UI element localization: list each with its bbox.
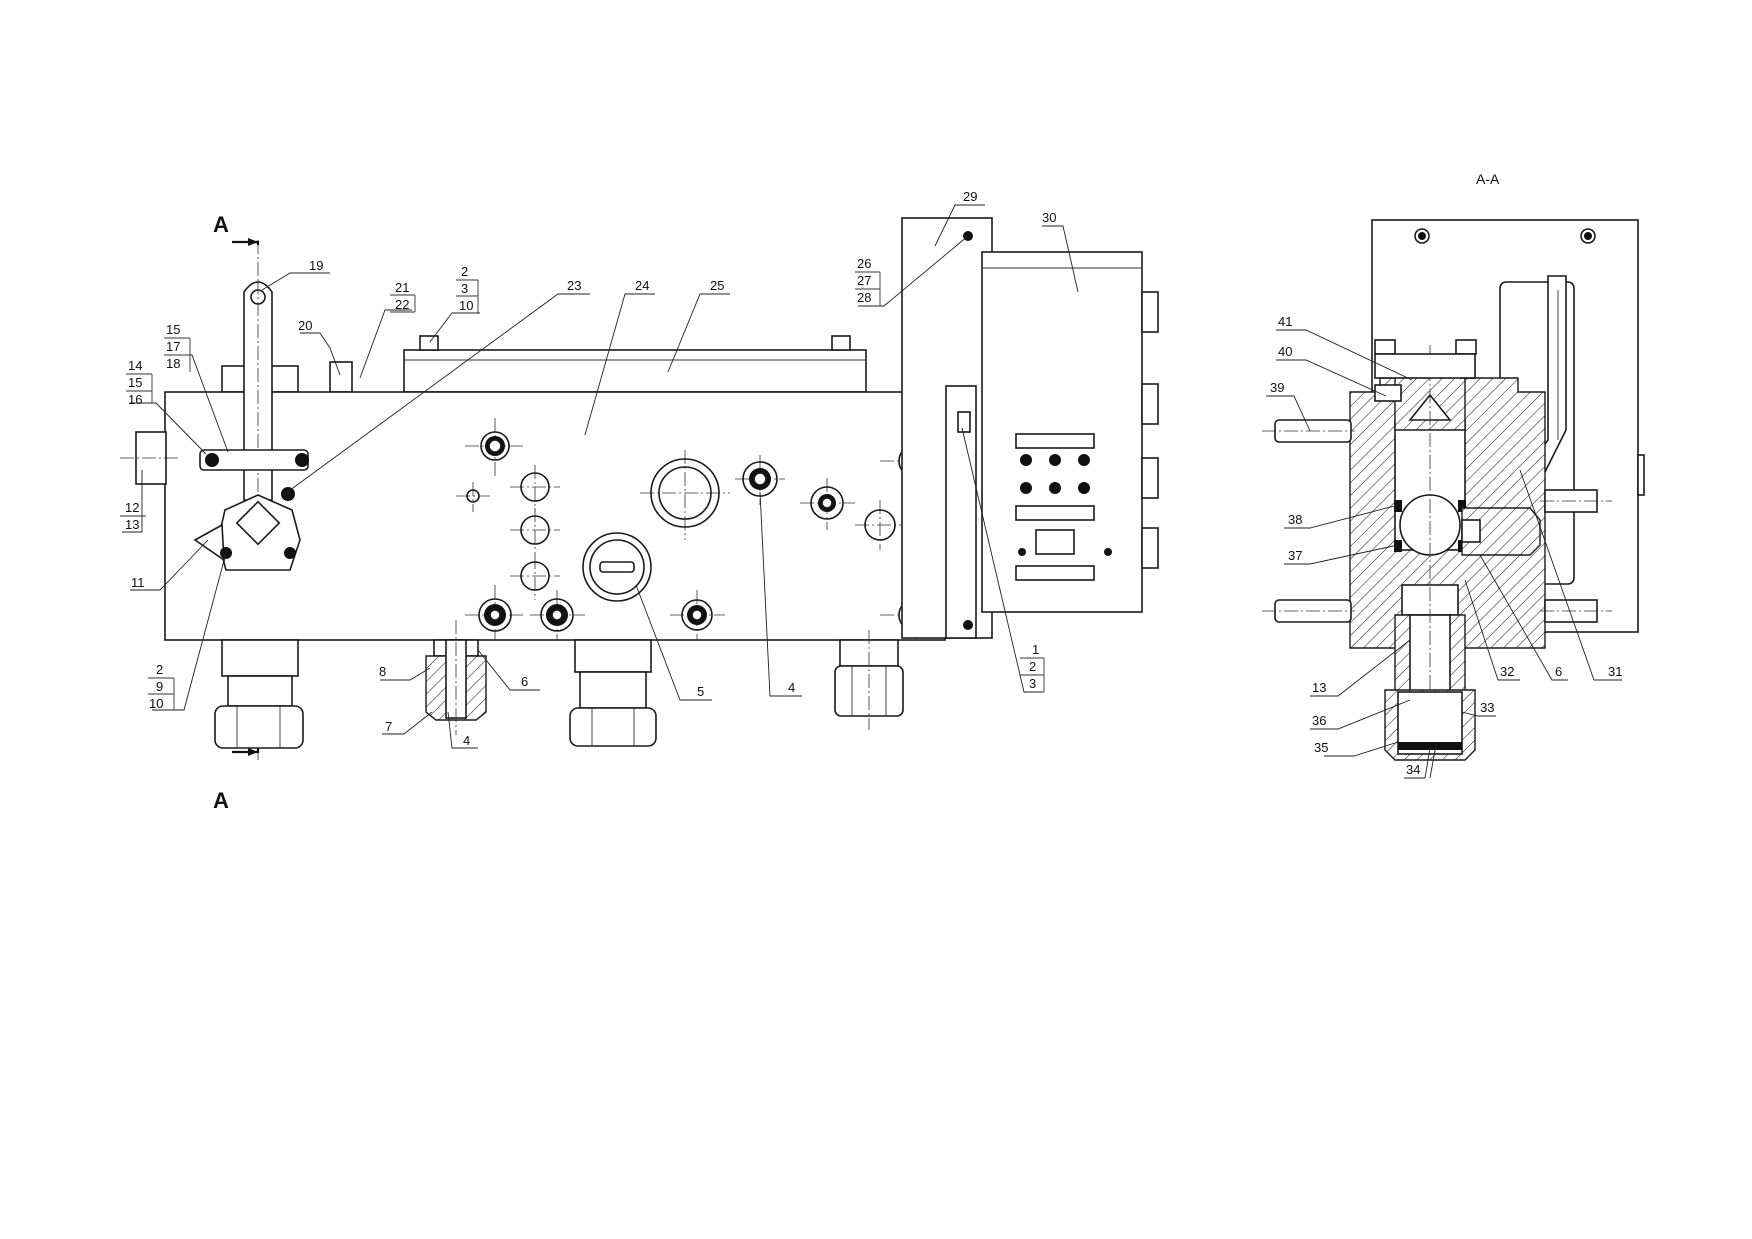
- callout-30: 30: [1042, 210, 1056, 225]
- callouts-section: 41 40 39 38 37 13 36 35 34 33 32 6 31: [1266, 314, 1622, 779]
- main-view: A A: [120, 189, 1159, 813]
- section-callout-6: 6: [1555, 664, 1562, 679]
- callout-2-b: 2: [156, 662, 163, 677]
- callout-17: 17: [166, 339, 180, 354]
- section-callout-40: 40: [1278, 344, 1292, 359]
- callout-20: 20: [298, 318, 312, 333]
- callout-1: 1: [1032, 642, 1039, 657]
- callouts-main: 19 20 21 22 2 3 10 23 24: [120, 189, 1079, 749]
- section-callout-34: 34: [1406, 762, 1420, 777]
- section-callout-41: 41: [1278, 314, 1292, 329]
- top-bolt-left: [419, 335, 439, 351]
- section-callout-36: 36: [1312, 713, 1326, 728]
- section-top-plate: [1374, 353, 1476, 379]
- section-title: A-A: [1476, 171, 1500, 187]
- callout-3-c: 3: [1029, 676, 1036, 691]
- valve-20: [329, 361, 353, 393]
- callout-19: 19: [309, 258, 323, 273]
- section-callout-39: 39: [1270, 380, 1284, 395]
- control-box: [981, 251, 1159, 613]
- callout-27: 27: [857, 273, 871, 288]
- callout-15-b: 15: [128, 375, 142, 390]
- callout-7: 7: [385, 719, 392, 734]
- bottom-fittings: [214, 620, 904, 749]
- section-callout-31: 31: [1608, 664, 1622, 679]
- callout-6-a: 6: [521, 674, 528, 689]
- callout-23: 23: [567, 278, 581, 293]
- section-view: A-A: [1262, 171, 1645, 779]
- section-callout-32: 32: [1500, 664, 1514, 679]
- callout-5: 5: [697, 684, 704, 699]
- top-bolt-right: [831, 335, 851, 351]
- section-callout-13: 13: [1312, 680, 1326, 695]
- callout-25: 25: [710, 278, 724, 293]
- top-plate: [403, 349, 867, 393]
- callout-21: 21: [395, 280, 409, 295]
- callout-10-a: 10: [459, 298, 473, 313]
- section-side-pin: [1461, 507, 1541, 556]
- section-marker-bottom: A: [213, 788, 229, 813]
- callout-2-c: 2: [1029, 659, 1036, 674]
- callout-29: 29: [963, 189, 977, 204]
- callout-4-b: 4: [788, 680, 795, 695]
- callout-11: 11: [131, 575, 145, 590]
- lever-19: [193, 280, 301, 571]
- callout-12: 12: [125, 500, 139, 515]
- section-callout-38: 38: [1288, 512, 1302, 527]
- callout-13: 13: [125, 517, 139, 532]
- callout-4-a: 4: [463, 733, 470, 748]
- callout-3-a: 3: [461, 281, 468, 296]
- section-callout-35: 35: [1314, 740, 1328, 755]
- section-callout-33: 33: [1480, 700, 1494, 715]
- callout-18: 18: [166, 356, 180, 371]
- callout-8: 8: [379, 664, 386, 679]
- callout-24: 24: [635, 278, 649, 293]
- callout-2-a: 2: [461, 264, 468, 279]
- section-marker-top: A: [213, 212, 229, 237]
- callout-16: 16: [128, 392, 142, 407]
- callout-14: 14: [128, 358, 142, 373]
- callout-15-a: 15: [166, 322, 180, 337]
- section-callout-37: 37: [1288, 548, 1302, 563]
- callout-9: 9: [156, 679, 163, 694]
- callout-10-b: 10: [149, 696, 163, 711]
- callout-26: 26: [857, 256, 871, 271]
- callout-22: 22: [395, 297, 409, 312]
- callout-28: 28: [857, 290, 871, 305]
- section-top-bolt-left: [1374, 339, 1396, 355]
- section-top-bolt-right: [1455, 339, 1477, 355]
